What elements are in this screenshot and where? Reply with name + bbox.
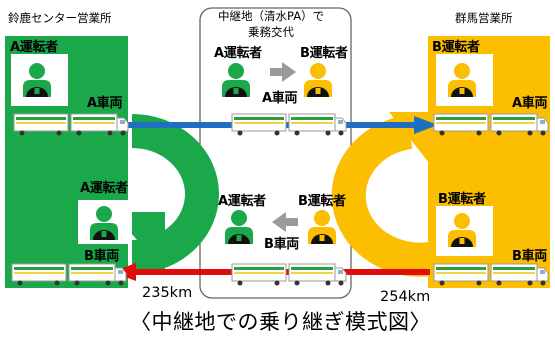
distance-left-label: 235km: [142, 285, 193, 301]
relay-vehicle-b-label: B車両: [264, 237, 300, 252]
right-office-title: 群馬営業所: [455, 11, 513, 25]
right-vehicle-a-label: A車両: [512, 96, 548, 111]
swap-arrow-left: [272, 212, 298, 232]
distance-right-label: 254km: [380, 289, 431, 305]
relay-vehicle-b-truck: [231, 263, 347, 286]
relay-point-title-line2: 乗務交代: [248, 25, 294, 39]
relay-driver-a-bottom-label: A運転者: [218, 194, 266, 209]
relay-vehicle-a-label: A車両: [262, 91, 298, 106]
left-driver-a-bottom-label: A運転者: [80, 181, 128, 196]
right-vehicle-b-label: B車両: [512, 249, 548, 264]
relay-driver-b-top-label: B運転者: [300, 46, 348, 61]
left-vehicle-b-label: B車両: [84, 249, 120, 264]
relay-driver-a-bottom-icon: [225, 210, 253, 244]
diagram-caption: 〈中継地での乗り継ぎ模式図〉: [130, 310, 431, 334]
relay-point-title-line1: 中継地（清水PA）で: [218, 9, 325, 23]
relay-driver-b-bottom-icon: [308, 210, 336, 244]
left-vehicle-a-label: A車両: [87, 96, 123, 111]
right-driver-b-top-label: B運転者: [432, 40, 480, 55]
left-driver-a-label: A運転者: [10, 40, 58, 55]
relay-driver-a-top-icon: [222, 63, 250, 97]
relay-vehicle-a-truck: [231, 113, 347, 136]
swap-arrow-right: [270, 62, 296, 82]
relay-driver-a-top-label: A運転者: [214, 46, 262, 61]
left-office-title: 鈴鹿センター営業所: [8, 11, 112, 25]
right-driver-b-bottom-label: B運転者: [438, 192, 486, 207]
relay-driver-b-top-icon: [304, 63, 332, 97]
yellow-u-turn-arrow: [331, 112, 448, 277]
relay-driver-b-bottom-label: B運転者: [298, 194, 346, 209]
